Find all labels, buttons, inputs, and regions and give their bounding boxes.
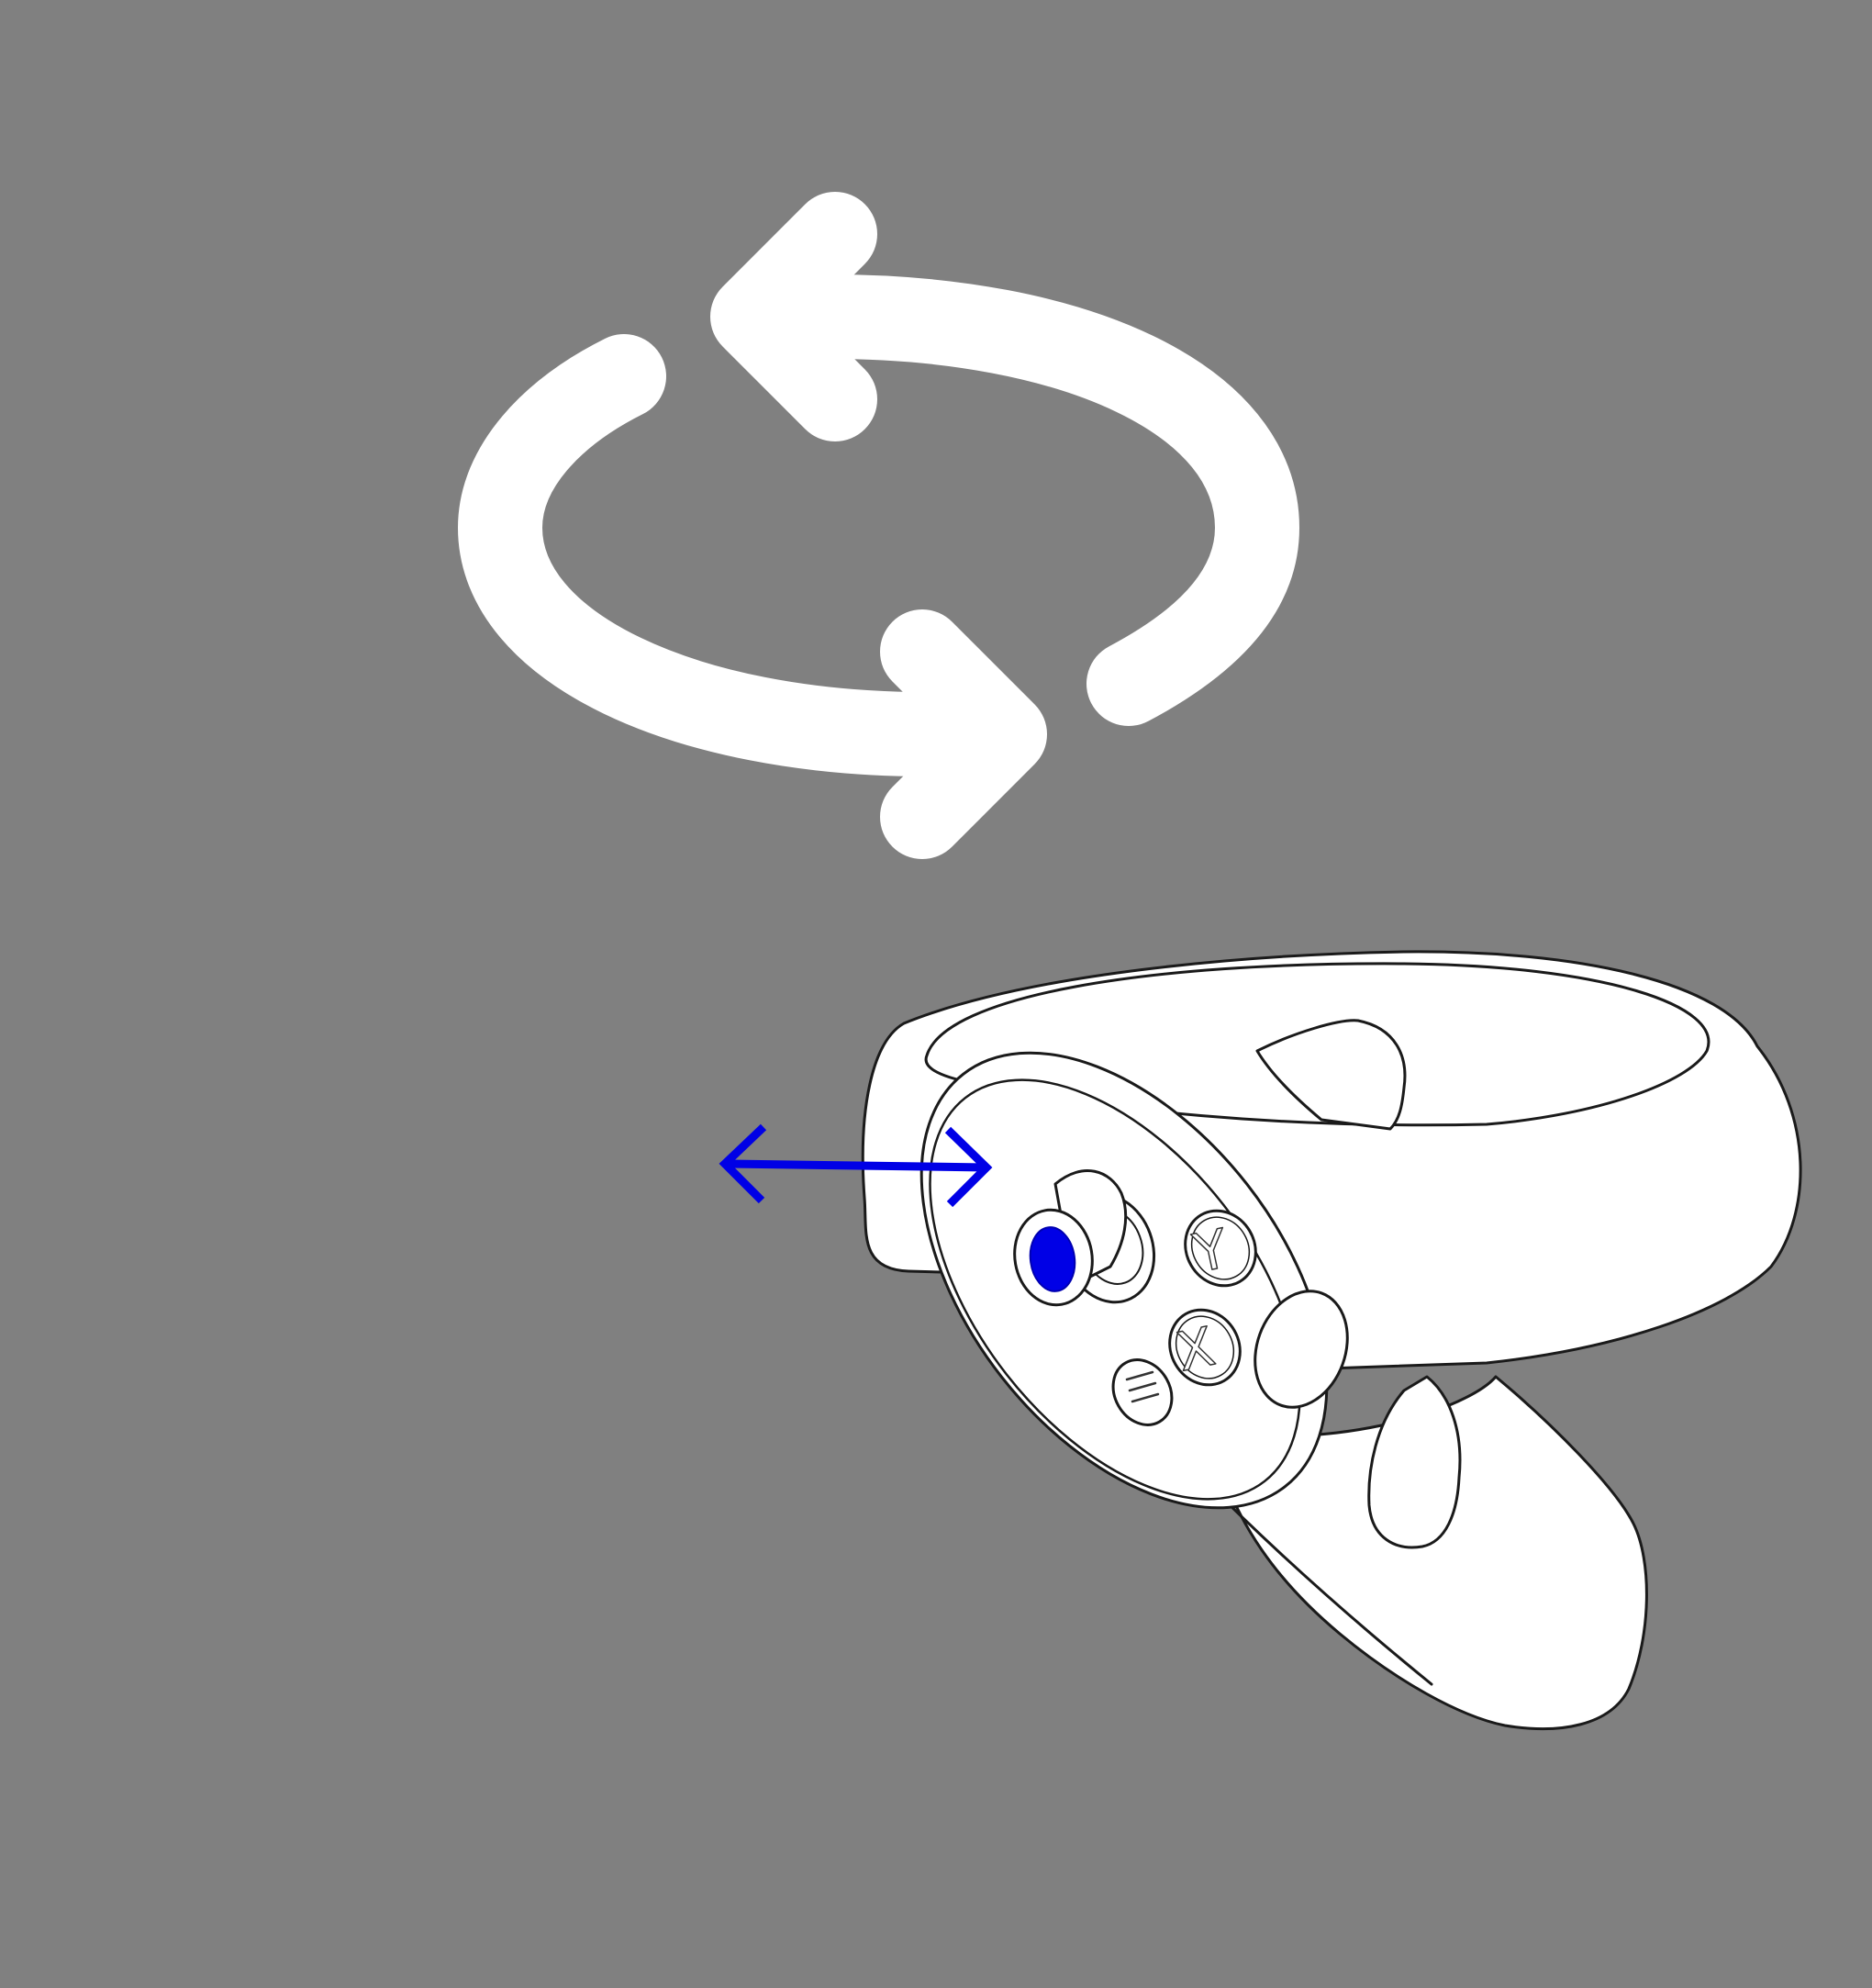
thumb-rest: [1254, 1290, 1349, 1409]
rotate-arrows-icon: [458, 192, 1299, 859]
thumbstick: [1013, 1169, 1156, 1307]
grip-edge-line: [1209, 1485, 1433, 1686]
trigger: [1255, 1019, 1407, 1131]
x-button-ring: [1175, 1315, 1235, 1379]
controller-grip: [1209, 1375, 1648, 1731]
left-right-arrow-icon: [719, 1123, 993, 1208]
grip-button: [1367, 1375, 1462, 1549]
menu-button: [1111, 1358, 1174, 1426]
y-button: Y: [1184, 1209, 1257, 1288]
left-touch-controller-icon: Y X: [861, 950, 1802, 1731]
arrowhead-right: [944, 1126, 993, 1208]
y-button-body: [1184, 1209, 1257, 1288]
x-button-body: [1168, 1308, 1242, 1387]
thumbstick-highlight: [1029, 1226, 1076, 1292]
arrowhead-left: [719, 1123, 767, 1204]
rotate-arrowhead-top: [710, 192, 877, 441]
menu-icon: [1125, 1370, 1160, 1403]
rotate-arrow-top: [788, 274, 1299, 726]
y-button-ring: [1190, 1216, 1251, 1280]
arrow-shaft: [729, 1159, 987, 1172]
menu-button-body: [1111, 1358, 1174, 1426]
rotate-arrowhead-bottom: [880, 609, 1047, 859]
rotate-arrow-bottom: [458, 334, 969, 776]
